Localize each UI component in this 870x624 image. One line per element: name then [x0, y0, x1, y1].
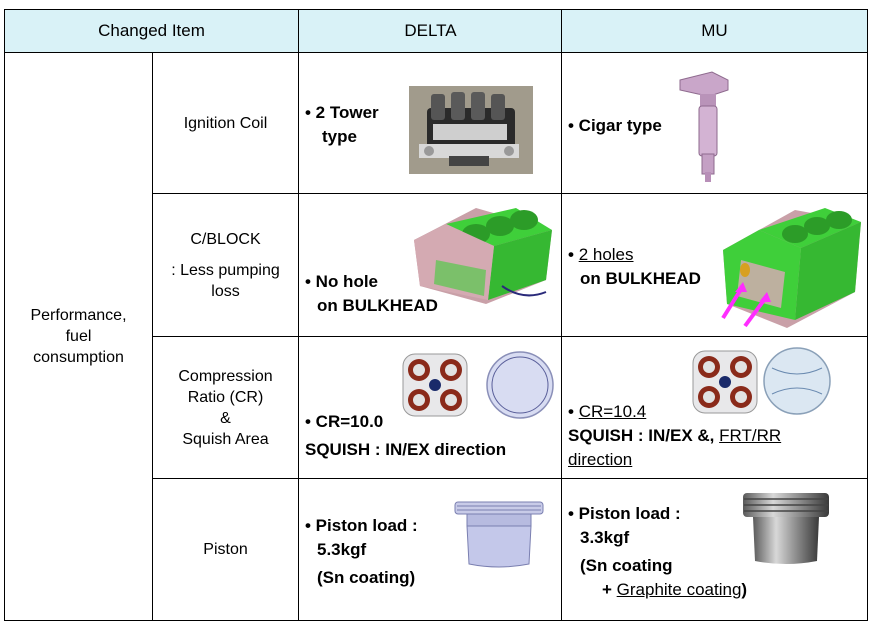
category-line-1: Performance,: [30, 307, 127, 324]
table-border-top: [4, 9, 868, 10]
mu-cr-value: CR=10.4: [578, 402, 647, 421]
delta-piston-image: [454, 501, 544, 568]
item-c-block-line-1: C/BLOCK: [190, 230, 261, 248]
mu-cr-squish: SQUISH : IN/EX &,: [568, 426, 720, 445]
delta-ignition-line-1: • 2 Tower: [305, 103, 379, 122]
mu-cr-text: • CR=10.4 SQUISH : IN/EX &, FRT/RR direc…: [568, 400, 781, 472]
mu-piston-line-3: (Sn coating: [580, 556, 673, 575]
mu-combustion-chamber-image: [692, 350, 758, 414]
mu-cr-direction: direction: [568, 450, 633, 469]
mu-block-holes: 2 holes: [578, 245, 634, 264]
mu-piston-plus: +: [602, 580, 617, 599]
delta-piston-crown-image: [486, 351, 554, 419]
mu-ignition-line-1: • Cigar type: [568, 116, 662, 135]
item-piston: Piston: [153, 479, 298, 620]
item-c-block-line-3: loss: [211, 282, 240, 300]
mu-block-line-2: on BULKHEAD: [580, 269, 701, 288]
mu-piston-close: ): [741, 580, 748, 599]
table-header-divider: [4, 52, 868, 53]
header-mu: MU: [562, 10, 867, 52]
row-divider-1: [152, 193, 868, 194]
mu-block-bullet: •: [568, 245, 579, 264]
header-mu-label: MU: [701, 21, 728, 40]
mu-piston-image: [743, 493, 829, 564]
mu-piston-crown-image: [763, 347, 831, 415]
delta-block-line-2: on BULKHEAD: [317, 296, 438, 315]
item-cr-line-1: Compression: [178, 367, 273, 385]
mu-cr-frt: FRT/RR: [719, 426, 782, 445]
mu-cr-line-2: SQUISH : IN/EX &, FRT/RR: [568, 424, 781, 448]
item-cr-line-4: Squish Area: [182, 430, 269, 448]
row-divider-2: [152, 336, 868, 337]
item-cr-line-2: Ratio (CR): [187, 388, 264, 406]
delta-cr-line-2: SQUISH : IN/EX direction: [305, 440, 507, 459]
delta-ignition-text: • 2 Tower type: [305, 101, 379, 149]
delta-combustion-chamber-image: [402, 353, 468, 417]
delta-piston-line-3: (Sn coating): [317, 568, 416, 587]
header-delta-label: DELTA: [404, 21, 457, 40]
delta-block-text: • No hole on BULKHEAD: [305, 270, 438, 318]
row-divider-3: [152, 478, 868, 479]
delta-cr-line-1: • CR=10.0: [305, 412, 384, 431]
mu-cr-line-1: • CR=10.4: [568, 400, 781, 424]
mu-cr-bullet: •: [568, 402, 579, 421]
table-border-bottom: [4, 620, 868, 621]
item-c-block-line-2: : Less pumping: [171, 261, 280, 279]
category-performance: Performance, fuel consumption: [5, 53, 152, 620]
delta-engine-block-image: [414, 208, 552, 304]
mu-piston-graphite: Graphite coating: [616, 580, 742, 599]
delta-ignition-coil-image: [409, 86, 533, 174]
item-c-block: C/BLOCK : Less pumping loss: [153, 194, 298, 336]
item-ignition-coil-label: Ignition Coil: [183, 114, 268, 132]
mu-block-line-1: • 2 holes: [568, 243, 701, 267]
item-compression-ratio: Compression Ratio (CR) & Squish Area: [153, 337, 298, 478]
delta-cr-text: • CR=10.0 SQUISH : IN/EX direction: [305, 410, 506, 462]
mu-piston-line-1: • Piston load :: [568, 504, 681, 523]
category-line-3: consumption: [33, 349, 124, 366]
table-border-left: [4, 9, 5, 621]
header-changed-item-label: Changed Item: [98, 21, 205, 40]
mu-ignition-text: • Cigar type: [568, 114, 662, 138]
mu-piston-text: • Piston load : 3.3kgf (Sn coating + Gra…: [568, 502, 747, 602]
mu-ignition-coil-image: [679, 71, 729, 182]
delta-piston-text: • Piston load : 5.3kgf (Sn coating): [305, 514, 418, 590]
header-changed-item: Changed Item: [4, 10, 299, 52]
item-ignition-coil: Ignition Coil: [153, 53, 298, 193]
delta-ignition-line-2: type: [322, 127, 357, 146]
column-divider-delta: [298, 9, 299, 621]
column-divider-mu: [561, 9, 562, 621]
item-piston-label: Piston: [203, 541, 248, 558]
mu-piston-line-4: + Graphite coating): [568, 578, 747, 602]
mu-block-text: • 2 holes on BULKHEAD: [568, 243, 701, 291]
delta-piston-line-1: • Piston load :: [305, 516, 418, 535]
item-cr-line-3: &: [220, 409, 231, 427]
delta-block-line-1: • No hole: [305, 272, 379, 291]
table-border-right: [867, 9, 868, 621]
delta-piston-line-2: 5.3kgf: [317, 540, 367, 559]
mu-engine-block-image: [721, 208, 861, 328]
category-line-2: fuel: [65, 328, 92, 345]
column-divider-category: [152, 52, 153, 621]
header-delta: DELTA: [299, 10, 562, 52]
mu-piston-line-2: 3.3kgf: [580, 528, 630, 547]
